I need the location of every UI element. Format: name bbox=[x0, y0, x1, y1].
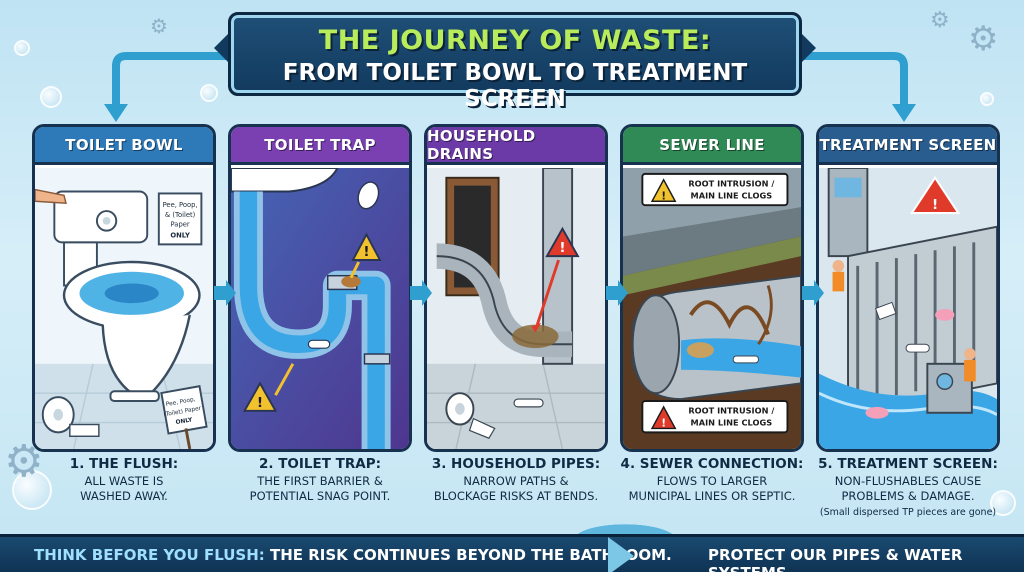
caption-body: FLOWS TO LARGER bbox=[656, 474, 768, 488]
bubble-decoration bbox=[200, 84, 218, 102]
caption-sewer-connection: 4. SEWER CONNECTION: FLOWS TO LARGER MUN… bbox=[612, 456, 812, 504]
caption-flush: 1. THE FLUSH: ALL WASTE IS WASHED AWAY. bbox=[24, 456, 224, 504]
footer-banner: THINK BEFORE YOU FLUSH: THE RISK CONTINU… bbox=[0, 534, 1024, 572]
connector-arrow-left bbox=[104, 52, 226, 122]
footer-left-message: THINK BEFORE YOU FLUSH: THE RISK CONTINU… bbox=[34, 546, 672, 564]
caption-body: THE FIRST BARRIER & bbox=[257, 474, 383, 488]
panel-heading: TOILET BOWL bbox=[35, 127, 213, 165]
sign-text: & (Toilet) bbox=[165, 211, 196, 219]
panel-treatment-screen: TREATMENT SCREEN ! bbox=[816, 124, 1000, 452]
footer-highlight: THINK BEFORE YOU FLUSH: bbox=[34, 546, 265, 564]
caption-body: NON-FLUSHABLES CAUSE bbox=[834, 474, 982, 488]
caption-title: 3. HOUSEHOLD PIPES: bbox=[431, 456, 601, 472]
caption-note: (Small dispersed TP pieces are gone) bbox=[819, 507, 997, 518]
caption-household-pipes: 3. HOUSEHOLD PIPES: NARROW PATHS & BLOCK… bbox=[416, 456, 616, 504]
caption-body: WASHED AWAY. bbox=[80, 489, 168, 503]
caption-title: 5. TREATMENT SCREEN: bbox=[818, 456, 998, 472]
toilet-icon: Pee, Poop, & (Toilet) Paper ONLY Pee, Po… bbox=[35, 168, 213, 449]
panel-toilet-bowl: TOILET BOWL Pee, Poop, & (Toilet) Paper … bbox=[32, 124, 216, 452]
caption-body: PROBLEMS & DAMAGE. bbox=[841, 489, 975, 503]
svg-text:!: ! bbox=[559, 240, 565, 256]
gear-icon: ⚙ bbox=[930, 8, 950, 33]
warning-text-top: ROOT INTRUSION / bbox=[688, 179, 775, 189]
svg-text:!: ! bbox=[661, 189, 666, 202]
caption-title: 1. THE FLUSH: bbox=[69, 456, 179, 472]
flow-arrow-4 bbox=[802, 280, 824, 306]
title-line-1: THE JOURNEY OF WASTE: bbox=[318, 25, 712, 56]
bubble-decoration bbox=[40, 86, 62, 108]
flow-arrow-2 bbox=[410, 280, 432, 306]
panel-heading: HOUSEHOLD DRAINS bbox=[427, 127, 605, 165]
panel-heading: TOILET TRAP bbox=[231, 127, 409, 165]
panel-heading: TREATMENT SCREEN bbox=[819, 127, 997, 165]
title-banner: THE JOURNEY OF WASTE: FROM TOILET BOWL T… bbox=[228, 12, 802, 112]
panel-sewer-line: SEWER LINE ! ROOT INTRUSION / MAIN LINE … bbox=[620, 124, 804, 452]
svg-text:!: ! bbox=[932, 197, 938, 213]
sewer-pipe-icon: ! ROOT INTRUSION / MAIN LINE CLOGS ! ROO… bbox=[623, 168, 801, 449]
svg-text:!: ! bbox=[661, 416, 666, 429]
caption-body: POTENTIAL SNAG POINT. bbox=[249, 489, 391, 503]
caption-title: 2. TOILET TRAP: bbox=[258, 456, 381, 472]
panel-heading: SEWER LINE bbox=[623, 127, 801, 165]
caption-body: ALL WASTE IS bbox=[84, 474, 164, 488]
svg-text:!: ! bbox=[257, 395, 263, 411]
drain-pipe-icon: ! bbox=[427, 168, 605, 449]
sign-text: Paper bbox=[171, 221, 190, 229]
sign-text: ONLY bbox=[170, 231, 190, 239]
warning-text-bottom: MAIN LINE CLOGS bbox=[691, 417, 773, 427]
caption-treatment-screen: 5. TREATMENT SCREEN: NON-FLUSHABLES CAUS… bbox=[808, 456, 1008, 518]
bubble-decoration bbox=[990, 490, 1016, 516]
caption-body: BLOCKAGE RISKS AT BENDS. bbox=[433, 489, 599, 503]
footer-right-message: PROTECT OUR PIPES & WATER SYSTEMS bbox=[708, 546, 963, 572]
bubble-decoration bbox=[14, 40, 30, 56]
footer-separator bbox=[608, 537, 634, 572]
caption-body: MUNICIPAL LINES OR SEPTIC. bbox=[628, 489, 796, 503]
bubble-decoration bbox=[12, 470, 52, 510]
footer-left-text: THE RISK CONTINUES BEYOND THE BATHROOM. bbox=[264, 546, 672, 564]
gear-icon: ⚙ bbox=[150, 14, 168, 38]
warning-text-bottom: ROOT INTRUSION / bbox=[688, 406, 775, 416]
flow-arrow-1 bbox=[214, 280, 236, 306]
sign-text: Pee, Poop, bbox=[163, 201, 198, 209]
caption-title: 4. SEWER CONNECTION: bbox=[620, 456, 804, 472]
caption-toilet-trap: 2. TOILET TRAP: THE FIRST BARRIER & POTE… bbox=[220, 456, 420, 504]
s-trap-pipe-icon: ! ! bbox=[231, 168, 409, 449]
title-chevron-right bbox=[802, 34, 816, 62]
title-line-2: FROM TOILET BOWL TO TREATMENT SCREEN bbox=[282, 60, 748, 112]
gear-icon: ⚙ bbox=[968, 19, 999, 59]
svg-text:ONLY: ONLY bbox=[175, 417, 193, 426]
panel-household-drains: HOUSEHOLD DRAINS ! bbox=[424, 124, 608, 452]
svg-text:Pee, Poop,: Pee, Poop, bbox=[165, 397, 196, 408]
panel-toilet-trap: TOILET TRAP ! ! bbox=[228, 124, 412, 452]
bubble-decoration bbox=[980, 92, 994, 106]
treatment-screen-icon: ! bbox=[819, 168, 997, 449]
warning-text-top: MAIN LINE CLOGS bbox=[691, 190, 773, 200]
connector-arrow-right bbox=[804, 52, 916, 122]
title-chevron-left bbox=[214, 34, 228, 62]
caption-body: NARROW PATHS & bbox=[463, 474, 569, 488]
flow-arrow-3 bbox=[606, 280, 628, 306]
svg-text:!: ! bbox=[363, 244, 369, 260]
